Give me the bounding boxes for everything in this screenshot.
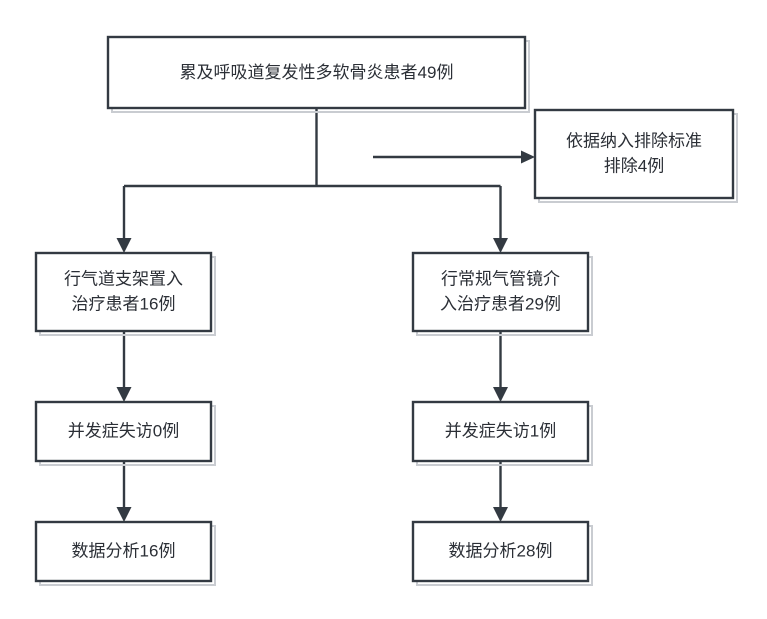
bronchoscopy-treatment-group-box-frame bbox=[411, 251, 590, 333]
bronchoscopy-data-analysis-box: 数据分析28例 bbox=[411, 520, 593, 586]
stent-treatment-group-box-frame bbox=[34, 251, 213, 333]
enrolled-patients-box: 累及呼吸道复发性多软骨炎患者49例 bbox=[106, 35, 530, 113]
stent-treatment-group-box: 行气道支架置入 治疗患者16例 bbox=[34, 251, 216, 336]
excluded-patients-box: 依据纳入排除标准 排除4例 bbox=[533, 108, 738, 203]
edge-enrolled-to-excluded-arrowhead bbox=[521, 150, 535, 164]
bronchoscopy-treatment-group-label-line2: 入治疗患者29例 bbox=[440, 294, 561, 313]
stent-complication-lost-label: 并发症失访0例 bbox=[68, 421, 179, 440]
enrolled-patients-box-frame bbox=[106, 35, 527, 110]
bronchoscopy-treatment-group-box: 行常规气管镜介 入治疗患者29例 bbox=[411, 251, 593, 336]
edge-bronchoscopy-group-to-lost-arrowhead bbox=[493, 387, 508, 402]
stent-data-analysis-box-frame bbox=[34, 520, 213, 583]
bronchoscopy-complication-lost-box: 并发症失访1例 bbox=[411, 400, 593, 466]
stent-data-analysis-box: 数据分析16例 bbox=[34, 520, 216, 586]
edge-bronchoscopy-lost-to-analysis-arrowhead bbox=[493, 507, 508, 522]
stent-treatment-group-label-line1: 行气道支架置入 bbox=[64, 269, 183, 288]
node-layer: 累及呼吸道复发性多软骨炎患者49例 依据纳入排除标准 排除4例 行气道支架置入 … bbox=[34, 35, 738, 586]
stent-data-analysis-label: 数据分析16例 bbox=[72, 541, 176, 560]
bronchoscopy-data-analysis-box-frame bbox=[411, 520, 590, 583]
edge-split-to-stent-group-arrowhead bbox=[116, 238, 132, 253]
stent-complication-lost-box: 并发症失访0例 bbox=[34, 400, 216, 466]
bronchoscopy-treatment-group-label-line1: 行常规气管镜介 bbox=[441, 269, 560, 288]
excluded-patients-label-line2: 排除4例 bbox=[604, 156, 664, 175]
edge-layer bbox=[116, 108, 535, 522]
enrolled-patients-label: 累及呼吸道复发性多软骨炎患者49例 bbox=[180, 63, 454, 82]
edge-stent-lost-to-analysis-arrowhead bbox=[116, 507, 132, 522]
excluded-patients-label-line1: 依据纳入排除标准 bbox=[566, 131, 702, 150]
edge-split-to-bronchoscopy-group-arrowhead bbox=[493, 238, 508, 253]
excluded-patients-box-frame bbox=[533, 108, 735, 200]
stent-treatment-group-label-line2: 治疗患者16例 bbox=[72, 294, 176, 313]
bronchoscopy-complication-lost-box-frame bbox=[411, 400, 590, 463]
stent-complication-lost-box-frame bbox=[34, 400, 213, 463]
bronchoscopy-complication-lost-label: 并发症失访1例 bbox=[445, 421, 556, 440]
edge-stent-group-to-lost-arrowhead bbox=[116, 387, 132, 402]
bronchoscopy-data-analysis-label: 数据分析28例 bbox=[449, 541, 553, 560]
